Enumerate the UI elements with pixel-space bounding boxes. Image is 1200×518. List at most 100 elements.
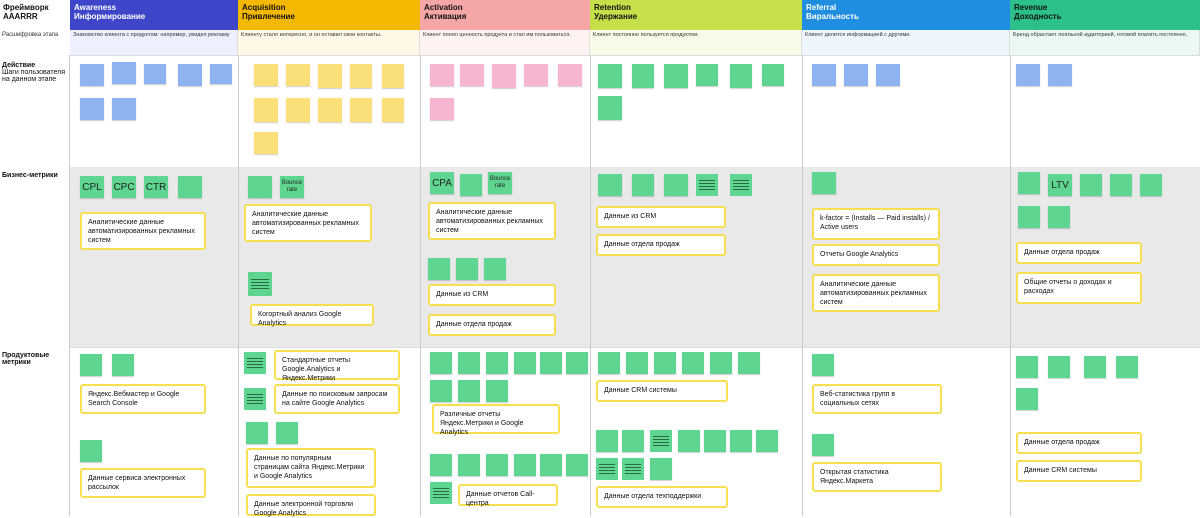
sticky-note[interactable] — [710, 352, 732, 374]
data-source-card[interactable]: Данные электронной торговли Google Analy… — [246, 494, 376, 517]
metric-cpa[interactable]: CPA — [430, 172, 454, 194]
sticky-note[interactable] — [762, 64, 784, 86]
sticky-note[interactable] — [460, 64, 484, 86]
sticky-note[interactable] — [458, 380, 480, 402]
metric-cpl[interactable]: CPL — [80, 176, 104, 198]
sticky-note[interactable] — [812, 172, 836, 194]
sticky-note[interactable] — [704, 430, 726, 452]
sticky-note[interactable] — [1048, 64, 1072, 86]
sticky-note[interactable] — [1048, 356, 1070, 378]
sticky-note[interactable] — [430, 98, 454, 120]
sticky-note[interactable] — [598, 96, 622, 120]
sticky-note[interactable] — [318, 98, 342, 122]
data-source-card[interactable]: Различные отчеты Яндекс.Метрики и Google… — [432, 404, 560, 436]
data-source-card[interactable]: Открытая статистика Яндекс.Маркета — [812, 462, 942, 492]
sticky-note[interactable] — [1016, 388, 1038, 410]
sticky-note[interactable] — [876, 64, 900, 86]
sticky-note[interactable] — [112, 354, 134, 376]
sticky-note[interactable] — [598, 174, 622, 196]
sticky-note[interactable] — [112, 98, 136, 120]
data-source-card[interactable]: Яндекс.Вебмастер и Google Search Console — [80, 384, 206, 414]
sticky-note[interactable] — [622, 430, 644, 452]
data-source-card[interactable]: Отчеты Google Analytics — [812, 244, 940, 266]
sticky-note[interactable] — [650, 458, 672, 480]
metric-bounce-rate[interactable]: Bounce rate — [488, 172, 512, 194]
data-source-card[interactable]: Данные отдела техподдержки — [596, 486, 728, 508]
sticky-note[interactable] — [1018, 172, 1040, 194]
sticky-note[interactable] — [144, 64, 166, 84]
sticky-note[interactable] — [844, 64, 868, 86]
sticky-note[interactable] — [682, 352, 704, 374]
metric-cpc[interactable]: CPC — [112, 176, 136, 198]
sticky-note[interactable] — [382, 98, 404, 122]
sticky-note[interactable] — [1084, 356, 1106, 378]
data-source-card[interactable]: Данные сервиса электронных рассылок — [80, 468, 206, 498]
data-source-card[interactable]: Аналитические данные автоматизированных … — [812, 274, 940, 312]
sticky-note[interactable] — [178, 64, 202, 86]
sticky-note[interactable] — [430, 64, 454, 86]
data-source-card[interactable]: Данные отдела продаж — [1016, 432, 1142, 454]
data-source-card[interactable]: Когортный анализ Google Analytics — [250, 304, 374, 327]
sticky-note[interactable] — [460, 174, 482, 196]
data-source-card[interactable]: Данные из CRM — [428, 284, 556, 306]
data-source-card[interactable]: Данные отчетов Call-центра — [458, 484, 558, 507]
sticky-note[interactable] — [598, 352, 620, 374]
sticky-note[interactable] — [598, 64, 622, 88]
data-source-card[interactable]: Данные по популярным страницам сайта Янд… — [246, 448, 376, 488]
data-source-card[interactable]: Данные отдела продаж — [1016, 242, 1142, 264]
sticky-note[interactable] — [350, 98, 372, 122]
sticky-note[interactable] — [350, 64, 372, 88]
data-source-card[interactable]: Веб-статистика групп в социальных сетях — [812, 384, 942, 414]
sticky-note[interactable] — [664, 174, 688, 196]
metric-ctr[interactable]: CTR — [144, 176, 168, 198]
data-source-card[interactable]: Стандартные отчеты Google.Analytics и Ян… — [274, 350, 400, 382]
sticky-note[interactable] — [286, 98, 310, 122]
sticky-note[interactable] — [730, 430, 752, 452]
sticky-note[interactable] — [730, 64, 752, 88]
data-source-card[interactable]: Данные отдела продаж — [428, 314, 556, 336]
sticky-note[interactable] — [80, 98, 104, 120]
sticky-note[interactable] — [558, 64, 582, 86]
sticky-note[interactable] — [80, 64, 104, 86]
sticky-note[interactable] — [486, 380, 508, 402]
sticky-note[interactable] — [456, 258, 478, 280]
data-source-card[interactable]: Общие отчеты о доходах и расходах — [1016, 272, 1142, 304]
sticky-note[interactable] — [246, 422, 268, 444]
data-source-card[interactable]: Данные CRM системы — [1016, 460, 1142, 482]
sticky-note[interactable] — [812, 434, 834, 456]
sticky-note[interactable] — [566, 352, 588, 374]
sticky-note[interactable] — [458, 352, 480, 374]
sticky-note[interactable] — [1016, 356, 1038, 378]
data-source-card[interactable]: Данные отдела продаж — [596, 234, 726, 256]
data-source-card[interactable]: Аналитические данные автоматизированных … — [428, 202, 556, 240]
sticky-note[interactable] — [1018, 206, 1040, 228]
sticky-note[interactable] — [524, 64, 548, 86]
sticky-note[interactable] — [80, 354, 102, 376]
data-source-card[interactable]: Данные CRM системы — [596, 380, 728, 402]
sticky-note[interactable] — [382, 64, 404, 88]
sticky-note[interactable] — [430, 352, 452, 374]
sticky-note[interactable] — [178, 176, 202, 198]
sticky-note[interactable] — [1140, 174, 1162, 196]
sticky-note[interactable] — [738, 352, 760, 374]
sticky-note[interactable] — [286, 64, 310, 86]
sticky-note[interactable] — [696, 64, 718, 86]
sticky-note[interactable] — [678, 430, 700, 452]
sticky-note[interactable] — [318, 64, 342, 88]
metric-ltv[interactable]: LTV — [1048, 174, 1072, 196]
sticky-note[interactable] — [1016, 64, 1040, 86]
sticky-note[interactable] — [430, 454, 452, 476]
sticky-note[interactable] — [484, 258, 506, 280]
data-source-card[interactable]: Аналитические данные автоматизированных … — [244, 204, 372, 242]
sticky-note[interactable] — [654, 352, 676, 374]
sticky-note[interactable] — [1110, 174, 1132, 196]
sticky-note[interactable] — [486, 352, 508, 374]
sticky-note[interactable] — [514, 352, 536, 374]
sticky-note[interactable] — [428, 258, 450, 280]
sticky-note[interactable] — [514, 454, 536, 476]
sticky-note[interactable] — [1116, 356, 1138, 378]
sticky-note[interactable] — [632, 174, 654, 196]
metric-bounce-rate[interactable]: Bounce rate — [280, 176, 304, 198]
sticky-note[interactable] — [540, 352, 562, 374]
sticky-note[interactable] — [248, 176, 272, 198]
